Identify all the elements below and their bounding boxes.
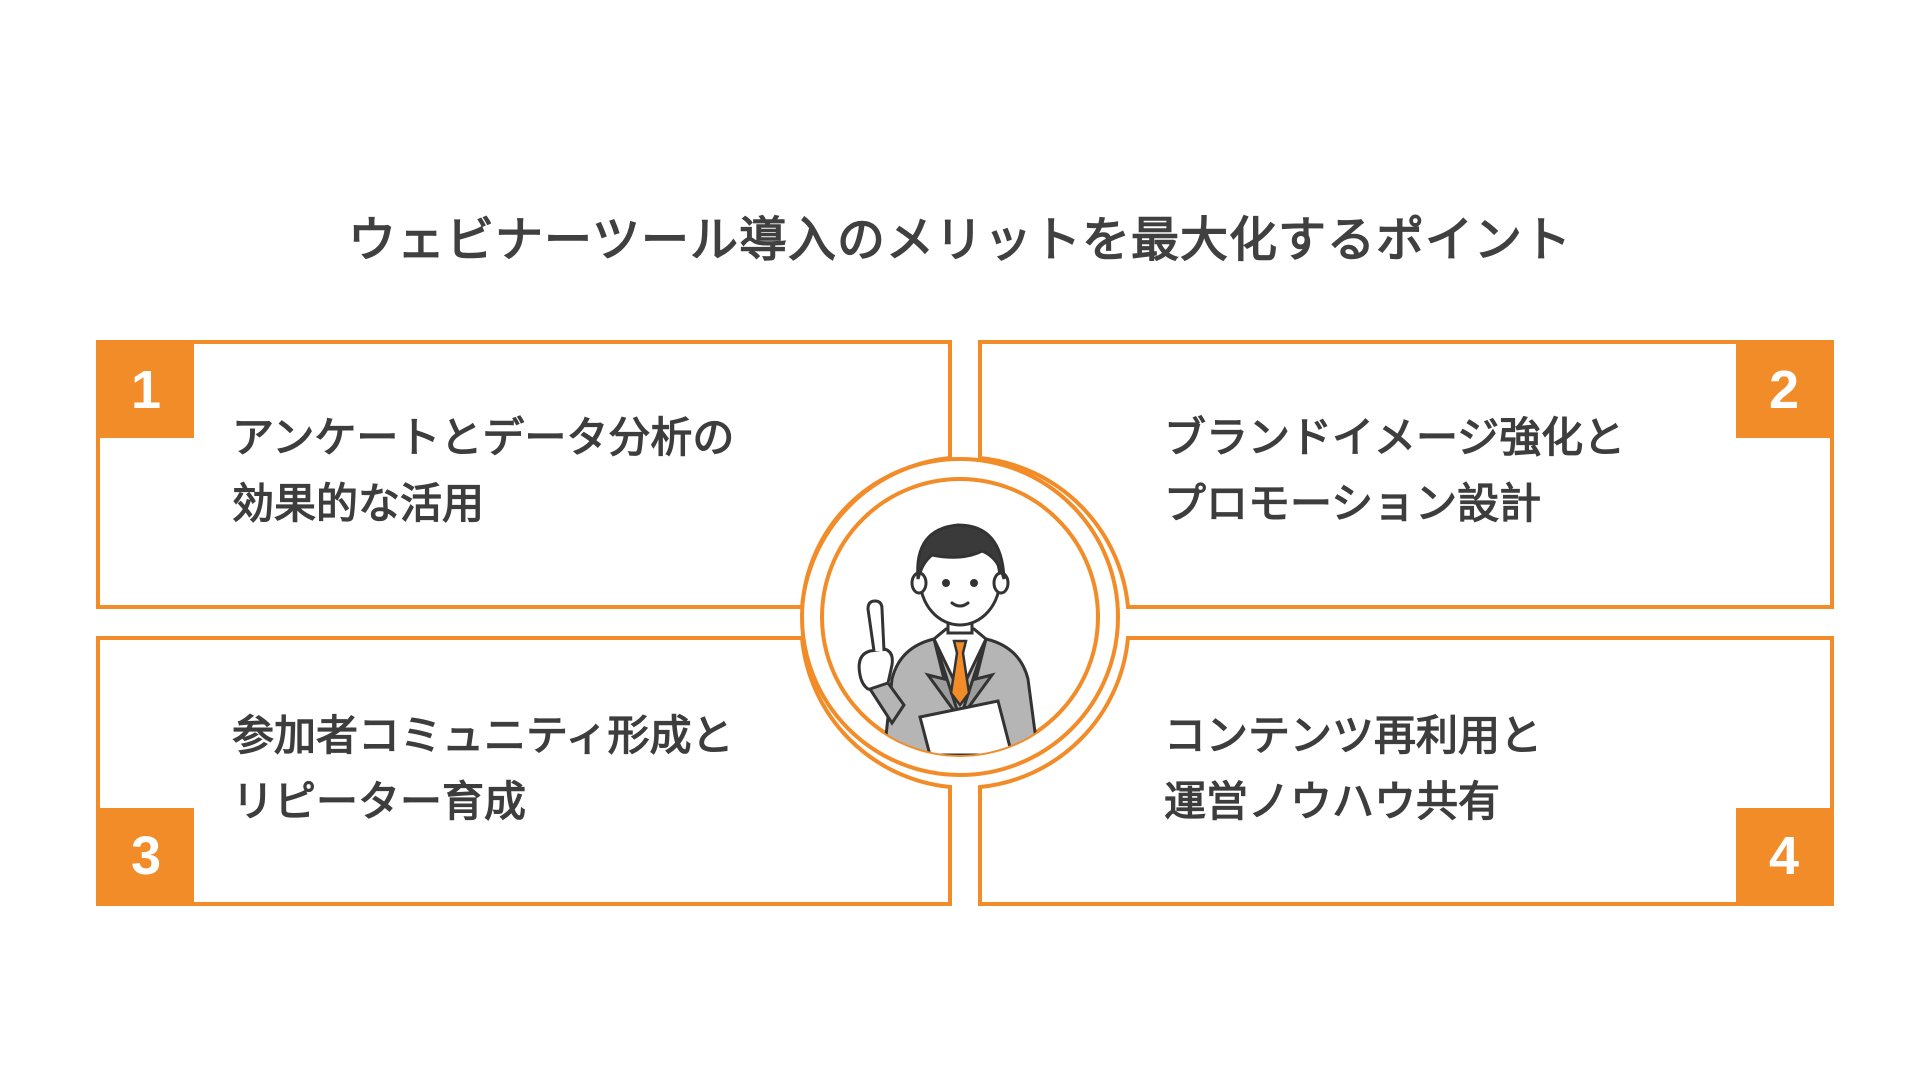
diagram-title: ウェビナーツール導入のメリットを最大化するポイント xyxy=(347,212,1573,268)
badge-4: 4 xyxy=(1736,808,1832,904)
center-ring-outer xyxy=(800,457,1120,777)
point-3-label: 参加者コミュニティ形成と リピーター育成 xyxy=(232,703,733,835)
point-1-label: アンケートとデータ分析の 効果的な活用 xyxy=(232,405,734,537)
badge-1: 1 xyxy=(98,342,194,438)
badge-2: 2 xyxy=(1736,342,1832,438)
businessman-pointing-icon xyxy=(822,479,1098,755)
point-2-line-1: ブランドイメージ強化と xyxy=(1164,413,1626,462)
panel-4-border xyxy=(978,636,1834,906)
point-1-line-2: 効果的な活用 xyxy=(232,479,485,528)
point-4-line-1: コンテンツ再利用と xyxy=(1164,711,1543,760)
point-2-label: ブランドイメージ強化と プロモーション設計 xyxy=(1164,405,1625,537)
panel-3-border xyxy=(96,636,952,906)
point-3-line-2: リピーター育成 xyxy=(232,777,527,826)
point-2-line-2: プロモーション設計 xyxy=(1164,479,1542,528)
badge-3: 3 xyxy=(98,808,194,904)
panel-2-border xyxy=(978,340,1834,609)
center-ring-inner xyxy=(820,477,1100,757)
point-4-label: コンテンツ再利用と 運営ノウハウ共有 xyxy=(1164,703,1542,835)
point-3-line-1: 参加者コミュニティ形成と xyxy=(232,711,734,760)
point-1-line-1: アンケートとデータ分析の xyxy=(232,413,735,462)
point-4-line-2: 運営ノウハウ共有 xyxy=(1164,777,1501,826)
